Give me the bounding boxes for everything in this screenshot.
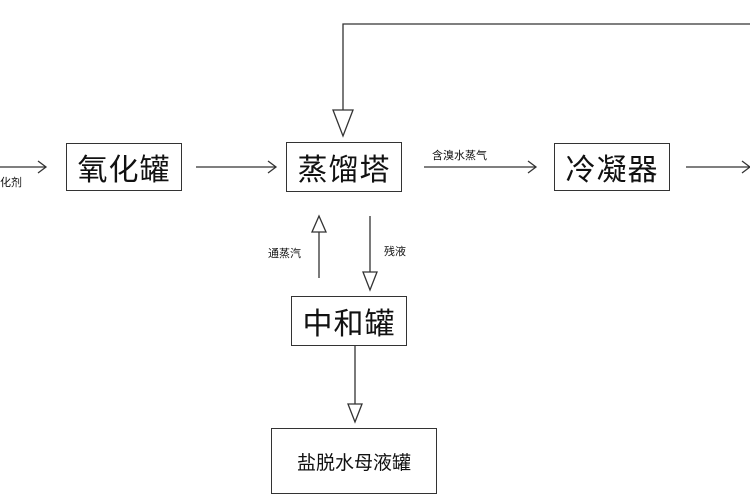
node-distillation-tower: 蒸馏塔 [286, 142, 402, 192]
arrow-neutralization-to-mother-liquor [347, 346, 363, 424]
arrow-oxidation-to-distillation [196, 160, 278, 174]
label-residue: 残液 [384, 245, 406, 258]
arrow-residue-down [362, 216, 378, 292]
arrow-condenser-out [686, 160, 750, 174]
node-condenser: 冷凝器 [554, 143, 670, 191]
label-bromine-vapor: 含溴水蒸气 [432, 149, 487, 162]
node-neutralization-tank: 中和罐 [291, 296, 407, 346]
label-inlet-partial: 化剂 [0, 176, 22, 189]
arrow-distillation-to-condenser [424, 160, 538, 174]
node-oxidation-tank: 氧化罐 [66, 143, 182, 191]
arrow-inlet-to-oxidation [0, 160, 48, 174]
label-steam-in: 通蒸汽 [268, 247, 301, 260]
arrow-recycle-to-distillation [332, 23, 750, 138]
arrow-steam-up [311, 214, 327, 278]
node-desalted-mother-liquor-tank: 盐脱水母液罐 [271, 428, 437, 494]
